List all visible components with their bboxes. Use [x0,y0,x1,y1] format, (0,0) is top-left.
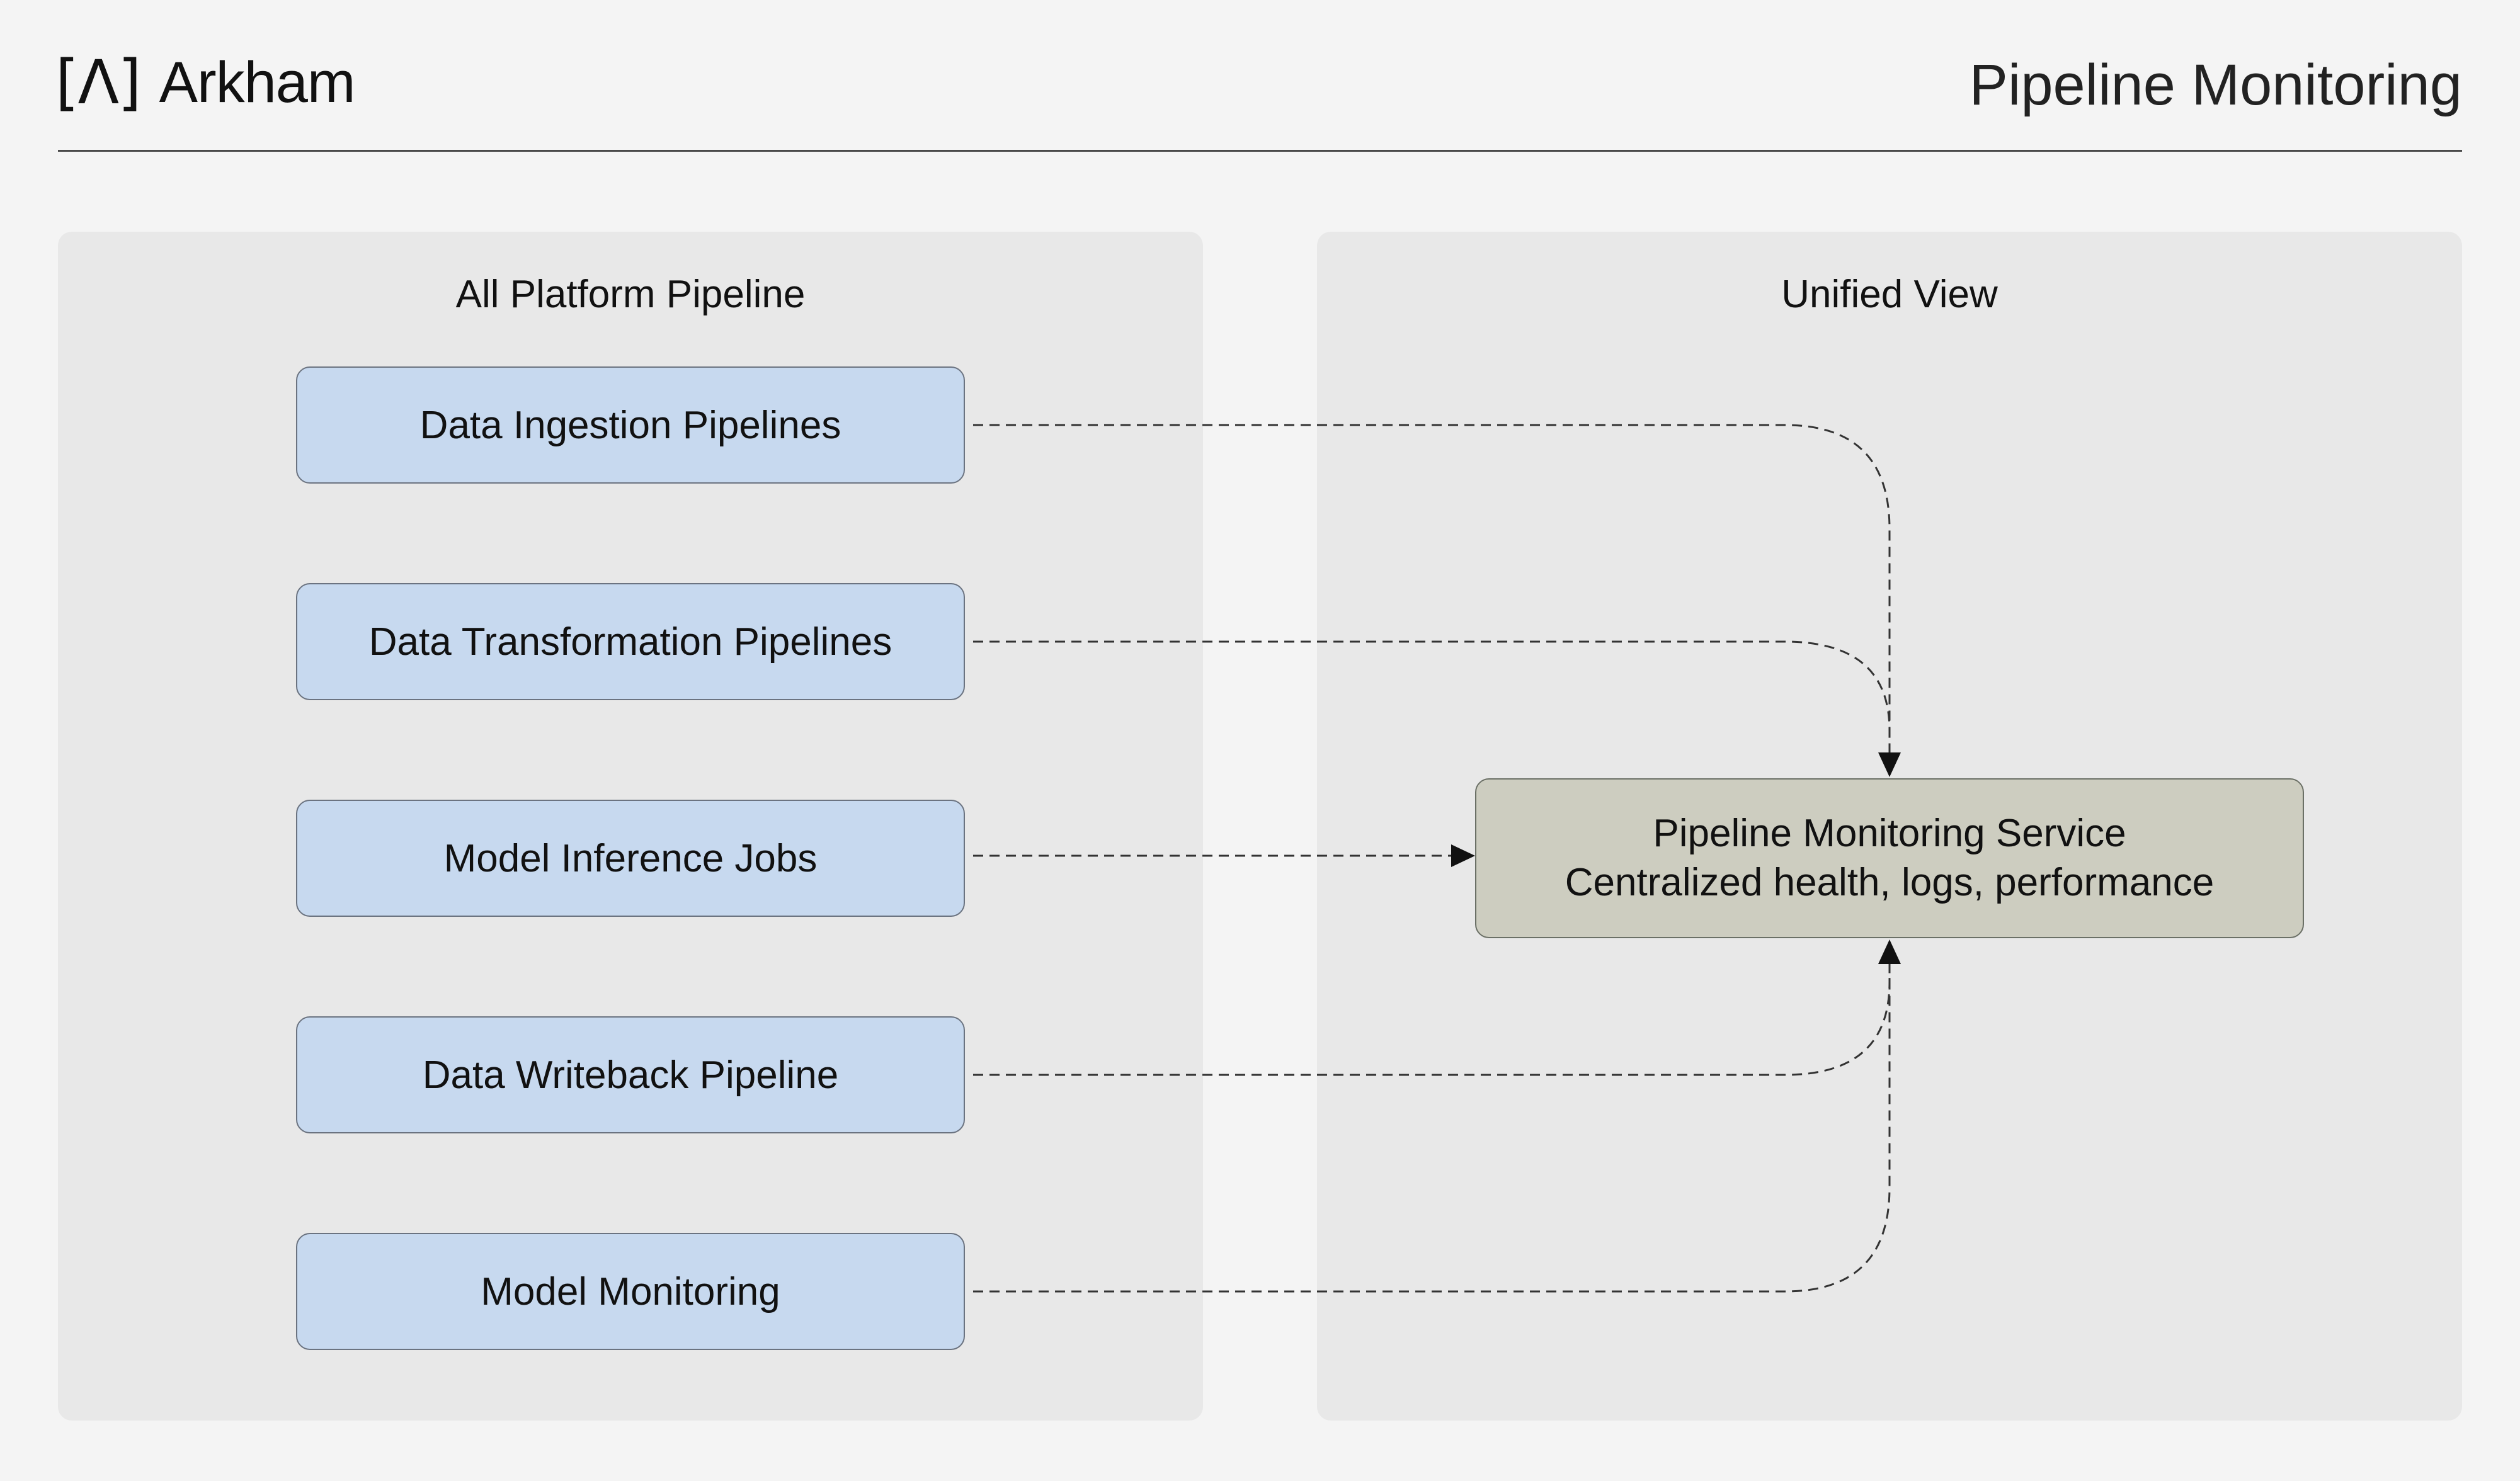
service-title: Pipeline Monitoring Service [1653,812,2126,855]
brand-name: Arkham [159,50,356,115]
node-model-monitoring: Model Monitoring [296,1233,965,1350]
node-data-transformation-pipelines: Data Transformation Pipelines [296,583,965,700]
connector-transformation-to-service [973,640,1891,752]
node-model-inference-jobs: Model Inference Jobs [296,800,965,917]
platform-pipeline-panel-title: All Platform Pipeline [455,273,806,316]
arrowhead-top-icon [1878,752,1901,777]
logo-mark-icon: [Λ] [55,47,142,118]
node-data-ingestion-pipelines: Data Ingestion Pipelines [296,366,965,484]
page-title: Pipeline Monitoring [1969,53,2462,117]
unified-view-panel-title: Unified View [1781,273,1998,316]
brand-logo: [Λ] Arkham [55,47,356,118]
service-description: Centralized health, logs, performance [1565,861,2215,904]
header-divider [58,150,2462,152]
node-data-writeback-pipeline: Data Writeback Pipeline [296,1016,965,1133]
pipeline-monitoring-service-node: Pipeline Monitoring Service Centralized … [1475,778,2304,938]
arrowhead-bottom-icon [1878,939,1901,964]
connector-ingestion-to-service [973,424,1891,752]
arrowhead-left-icon [1451,844,1475,867]
connector-writeback-to-service [973,964,1891,1076]
connector-monitoring-to-service [973,964,1891,1293]
